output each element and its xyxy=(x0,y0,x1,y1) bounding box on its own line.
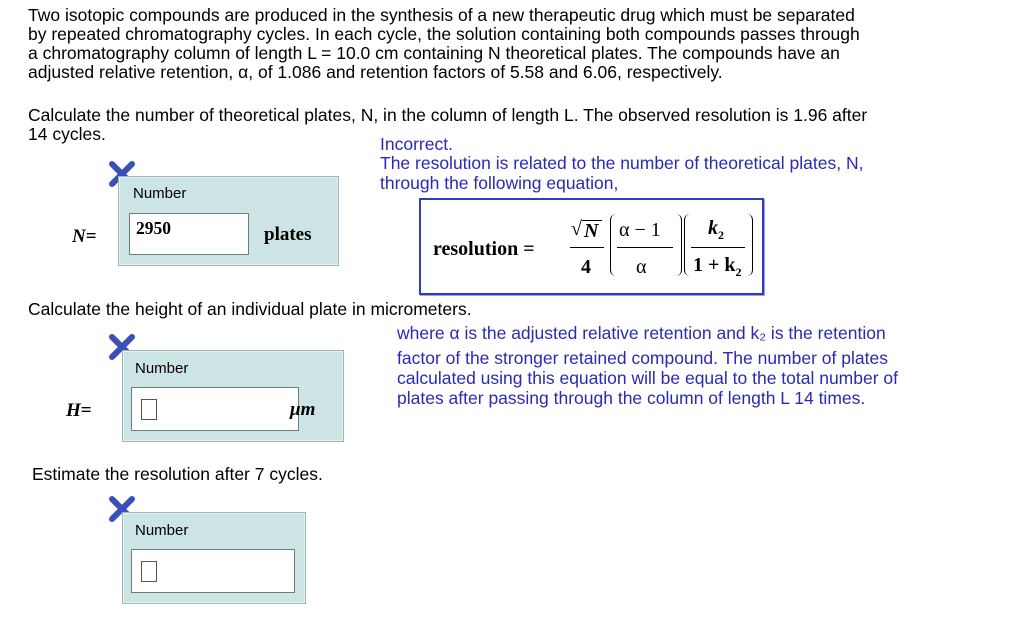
feedback-more-3: calculated using this equation will be e… xyxy=(397,368,899,388)
q3-cursor-box xyxy=(141,561,157,582)
q3-answer-box: Number xyxy=(122,512,306,604)
q2-var-h: H xyxy=(66,400,81,421)
eq-frac1-bar xyxy=(570,247,604,248)
q2-number-input[interactable] xyxy=(131,387,299,431)
q2-number-label: Number xyxy=(135,360,189,377)
q2-cursor-box xyxy=(141,399,157,420)
eq-k-sub-2: 2 xyxy=(735,265,742,279)
question-1-text: Calculate the number of theoretical plat… xyxy=(28,106,1003,144)
eq-lhs: resolution = xyxy=(433,238,535,260)
intro-line-1: Two isotopic compounds are produced in t… xyxy=(28,5,855,25)
q1-number-input[interactable]: 2950 xyxy=(129,213,249,255)
question-3-text: Estimate the resolution after 7 cycles. xyxy=(32,464,323,484)
q1-answer-box: Number 2950 xyxy=(118,176,339,266)
eq-one-plus-k2: 1 + k2 xyxy=(693,254,742,280)
eq-sqrt-sign: √ xyxy=(571,218,582,240)
q1-unit: plates xyxy=(264,224,312,245)
eq-alpha-minus-one: α − 1 xyxy=(619,219,661,241)
intro-line-2: by repeated chromatography cycles. In ea… xyxy=(28,24,860,44)
eq-k-sub: 2 xyxy=(718,228,724,242)
q1-line-2: 14 cycles. xyxy=(28,124,106,144)
eq-four: 4 xyxy=(581,256,591,278)
q2-answer-box: Number xyxy=(122,350,344,442)
resolution-equation: resolution = √ N 4 α − 1 α k2 1 + k2 xyxy=(419,198,764,295)
question-2-text: Calculate the height of an individual pl… xyxy=(28,299,472,319)
q1-line-1: Calculate the number of theoretical plat… xyxy=(28,105,868,125)
feedback-more-2: factor of the stronger retained compound… xyxy=(397,348,888,368)
eq-sqrt-n: N xyxy=(584,220,599,242)
q3-number-input[interactable] xyxy=(131,549,295,593)
q2-equals: = xyxy=(80,400,92,421)
eq-k2-num: k2 xyxy=(708,217,724,243)
eq-paren-left-1 xyxy=(610,214,617,276)
q2-variable-label: H= xyxy=(66,400,92,422)
eq-paren-right-2 xyxy=(746,214,753,276)
eq-paren-left-2 xyxy=(684,214,691,276)
feedback-status: Incorrect. xyxy=(380,134,453,154)
feedback-line-2: through the following equation, xyxy=(380,173,619,193)
eq-sqrt-bar xyxy=(582,220,602,221)
intro-line-3: a chromatography column of length L = 10… xyxy=(28,43,840,63)
feedback-more-4: plates after passing through the column … xyxy=(397,388,866,408)
eq-frac3-bar xyxy=(691,247,745,248)
eq-alpha: α xyxy=(636,256,647,278)
problem-intro: Two isotopic compounds are produced in t… xyxy=(28,6,1003,82)
q2-unit: μm xyxy=(290,399,316,420)
feedback-more-1: where α is the adjusted relative retenti… xyxy=(397,323,886,343)
eq-k: k xyxy=(708,217,718,239)
q1-var-n: N xyxy=(72,226,86,247)
intro-line-4: adjusted relative retention, α, of 1.086… xyxy=(28,62,723,82)
feedback-line-1: The resolution is related to the number … xyxy=(380,153,864,173)
q3-number-label: Number xyxy=(135,522,189,539)
q1-number-label: Number xyxy=(133,185,187,202)
q1-equals: = xyxy=(85,226,97,247)
q1-variable-label: N= xyxy=(72,226,97,248)
eq-paren-right-1 xyxy=(675,214,682,276)
eq-frac2-bar xyxy=(617,247,673,248)
eq-one-plus-k: 1 + k xyxy=(693,254,736,276)
